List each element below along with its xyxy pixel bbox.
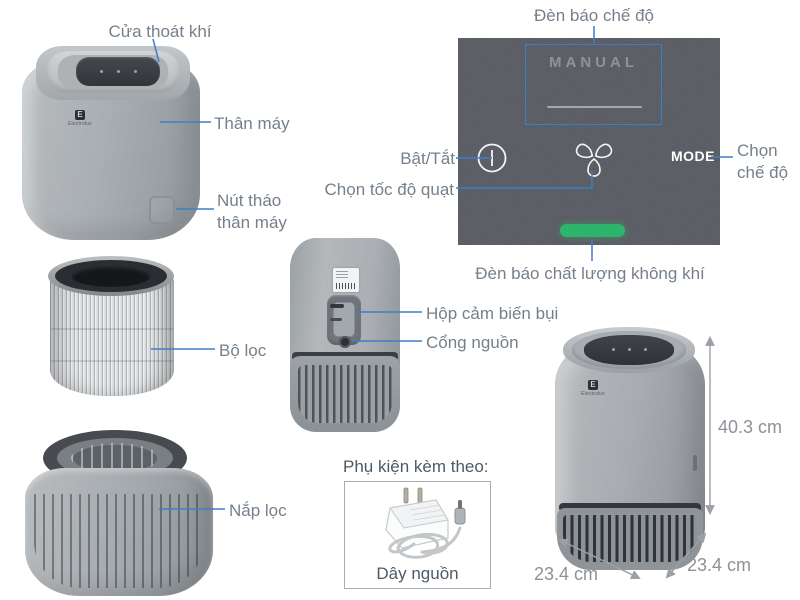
electrolux-logo-icon: E: [75, 110, 85, 120]
accessory-box: Dây nguồn: [344, 481, 491, 589]
electrolux-logo-text: Electrolux: [68, 121, 92, 127]
power-port-label: Cổng nguồn: [426, 333, 519, 352]
power-adapter-image: [385, 487, 466, 559]
control-dot: [134, 70, 137, 73]
side-slot: [693, 455, 697, 471]
purifier-back-view: [288, 235, 402, 435]
accessories-heading: Phụ kiện kèm theo:: [343, 457, 489, 476]
sticker-barcode: [336, 283, 356, 289]
rating-label-sticker: [333, 268, 359, 292]
control-dot: [644, 348, 647, 351]
dust-sensor-box-graphic: [327, 295, 361, 345]
mode-indicator-label: Đèn báo chế độ: [533, 6, 655, 25]
dimension-width-label: 23.4 cm: [534, 564, 599, 584]
base-separation-band: [559, 503, 701, 512]
filter-cap: [25, 430, 213, 596]
mode-indicator-box: MANUAL: [525, 44, 662, 125]
cap-inner-shadow: [73, 445, 157, 472]
power-icon: [477, 143, 507, 173]
top-control-surface: [76, 57, 160, 86]
filter-pleats: [50, 276, 174, 396]
filter-label: Bộ lọc: [219, 341, 267, 360]
air-outlet-label: Cửa thoát khí: [108, 22, 212, 41]
sticker-text-lines: [336, 271, 348, 279]
air-quality-label: Đèn báo chất lượng không khí: [475, 264, 705, 283]
filter-seam: [51, 360, 173, 362]
control-dot: [628, 348, 631, 351]
mode-select-label: Chọn chế độ: [737, 141, 789, 182]
dimension-depth-label: 23.4 cm: [687, 555, 752, 575]
electrolux-logo: E Electrolux: [60, 110, 100, 127]
control-dot: [117, 70, 120, 73]
cap-air-slats: [34, 494, 204, 588]
power-port-graphic: [339, 336, 351, 348]
dust-sensor-label: Hộp cảm biến bụi: [426, 304, 559, 323]
fan-icon: [575, 143, 613, 177]
electrolux-logo-text: Electrolux: [581, 391, 605, 397]
panel-texture: [458, 38, 720, 245]
dimension-view-base: [557, 508, 703, 570]
control-panel-closeup: MANUAL MODE: [458, 38, 720, 245]
dimension-height-label: 40.3 cm: [718, 417, 783, 437]
top-control-surface: [584, 335, 674, 365]
mode-button-text: MODE: [671, 148, 715, 164]
fan-speed-label: Chọn tốc độ quạt: [324, 180, 454, 199]
control-dot: [612, 348, 615, 351]
back-base: [290, 356, 400, 432]
power-toggle-label: Bật/Tắt: [400, 149, 455, 168]
accessory-item-label: Dây nguồn: [376, 564, 459, 583]
release-button-label: Nút tháo thân máy: [217, 191, 287, 232]
sensor-slot: [330, 318, 342, 321]
air-quality-indicator-light: [560, 224, 625, 237]
control-dot: [100, 70, 103, 73]
electrolux-logo-icon: E: [588, 380, 598, 390]
filter-cap-label: Nắp lọc: [229, 501, 287, 520]
sensor-slot: [330, 304, 344, 308]
base-air-slats: [563, 515, 697, 562]
body-release-button-graphic: [149, 196, 175, 224]
machine-body-label: Thân máy: [214, 114, 290, 133]
filter-seam: [51, 328, 173, 330]
mode-display-underline: [547, 106, 642, 108]
filter-core-opening: [71, 265, 151, 287]
purifier-front-view: E Electrolux: [20, 44, 204, 242]
purifier-dimension-view: E Electrolux: [555, 325, 705, 570]
mode-display-text: MANUAL: [549, 54, 638, 71]
cap-body: [25, 468, 213, 596]
filter-cartridge: [43, 256, 175, 414]
electrolux-logo: E Electrolux: [573, 380, 613, 397]
base-air-slats: [298, 365, 392, 423]
